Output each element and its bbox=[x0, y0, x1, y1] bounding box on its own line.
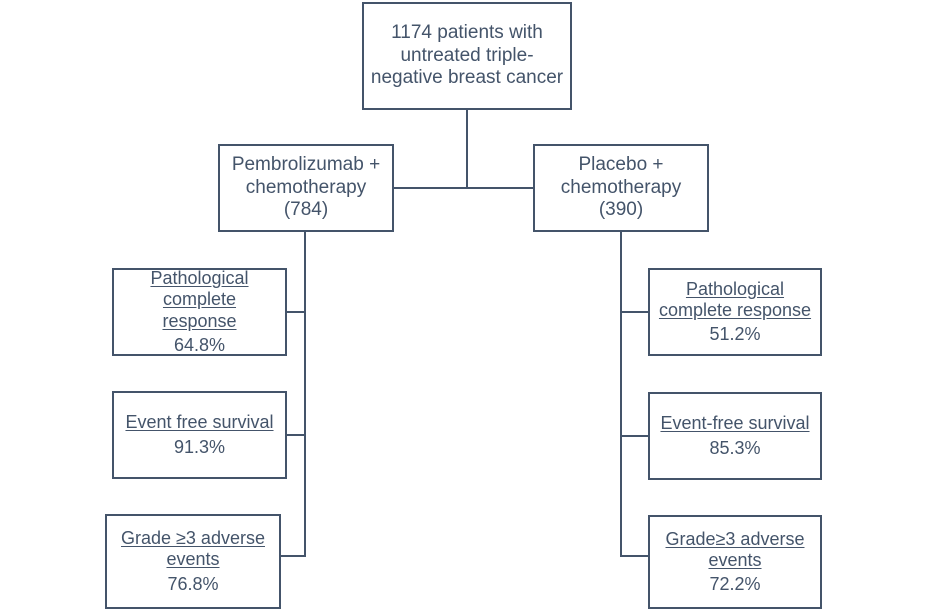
outcome-title-line-1: Event free survival bbox=[125, 412, 274, 433]
outcome-title-line-2: response bbox=[162, 310, 237, 331]
outcome-title-line-1: Pathological bbox=[685, 278, 785, 299]
connector-right-stub-3 bbox=[620, 555, 650, 557]
arm-left-line-2: chemotherapy bbox=[245, 176, 367, 198]
connector-left-trunk bbox=[304, 232, 306, 557]
root-line-3: negative breast cancer bbox=[370, 67, 564, 89]
connector-left-stub-2 bbox=[286, 434, 306, 436]
root-line-2: untreated triple- bbox=[400, 44, 534, 66]
connector-root-stem bbox=[466, 110, 468, 189]
outcome-title-line-1: Grade≥3 adverse bbox=[665, 528, 805, 549]
outcome-value: 76.8% bbox=[167, 573, 219, 594]
outcome-box-left-event-free-survival: Event free survival 91.3% bbox=[112, 391, 287, 479]
outcome-box-right-event-free-survival: Event-free survival 85.3% bbox=[648, 392, 822, 480]
outcome-title-line-2: events bbox=[166, 549, 220, 570]
outcome-value: 72.2% bbox=[709, 574, 761, 595]
outcome-title-line-1: Event-free survival bbox=[660, 413, 810, 434]
arm-box-placebo: Placebo + chemotherapy (390) bbox=[533, 144, 709, 232]
arm-left-line-1: Pembrolizumab + bbox=[231, 154, 381, 176]
connector-right-trunk bbox=[620, 232, 622, 557]
outcome-value: 91.3% bbox=[173, 436, 226, 457]
outcome-value: 64.8% bbox=[173, 334, 226, 355]
connector-right-stub-2 bbox=[620, 435, 650, 437]
outcome-box-left-grade-3-adverse-events: Grade ≥3 adverse events 76.8% bbox=[105, 514, 281, 609]
outcome-title-line-1: Pathological complete bbox=[150, 268, 249, 310]
outcome-box-right-pathological-complete-response: Pathological complete response 51.2% bbox=[648, 268, 822, 356]
outcome-value: 51.2% bbox=[709, 324, 761, 345]
outcome-title-line-2: complete response bbox=[658, 299, 812, 320]
arm-left-count: (784) bbox=[283, 199, 329, 221]
arm-box-pembrolizumab: Pembrolizumab + chemotherapy (784) bbox=[218, 144, 394, 232]
outcome-box-left-pathological-complete-response: Pathological complete response 64.8% bbox=[112, 268, 287, 356]
arm-right-line-2: chemotherapy bbox=[560, 176, 682, 198]
connector-left-stub-1 bbox=[286, 311, 306, 313]
connector-left-stub-3 bbox=[280, 555, 306, 557]
outcome-title-line-2: events bbox=[708, 549, 762, 570]
connector-arm-split-bar bbox=[394, 187, 534, 189]
connector-right-stub-1 bbox=[620, 311, 650, 313]
root-line-1: 1174 patients with bbox=[391, 22, 543, 44]
root-population-box: 1174 patients with untreated triple- neg… bbox=[362, 2, 572, 110]
outcome-value: 85.3% bbox=[709, 437, 761, 458]
outcome-title-line-1: Grade ≥3 adverse bbox=[121, 528, 265, 549]
arm-right-count: (390) bbox=[598, 199, 644, 221]
arm-right-line-1: Placebo + bbox=[578, 154, 664, 176]
outcome-box-right-grade-3-adverse-events: Grade≥3 adverse events 72.2% bbox=[648, 515, 822, 609]
